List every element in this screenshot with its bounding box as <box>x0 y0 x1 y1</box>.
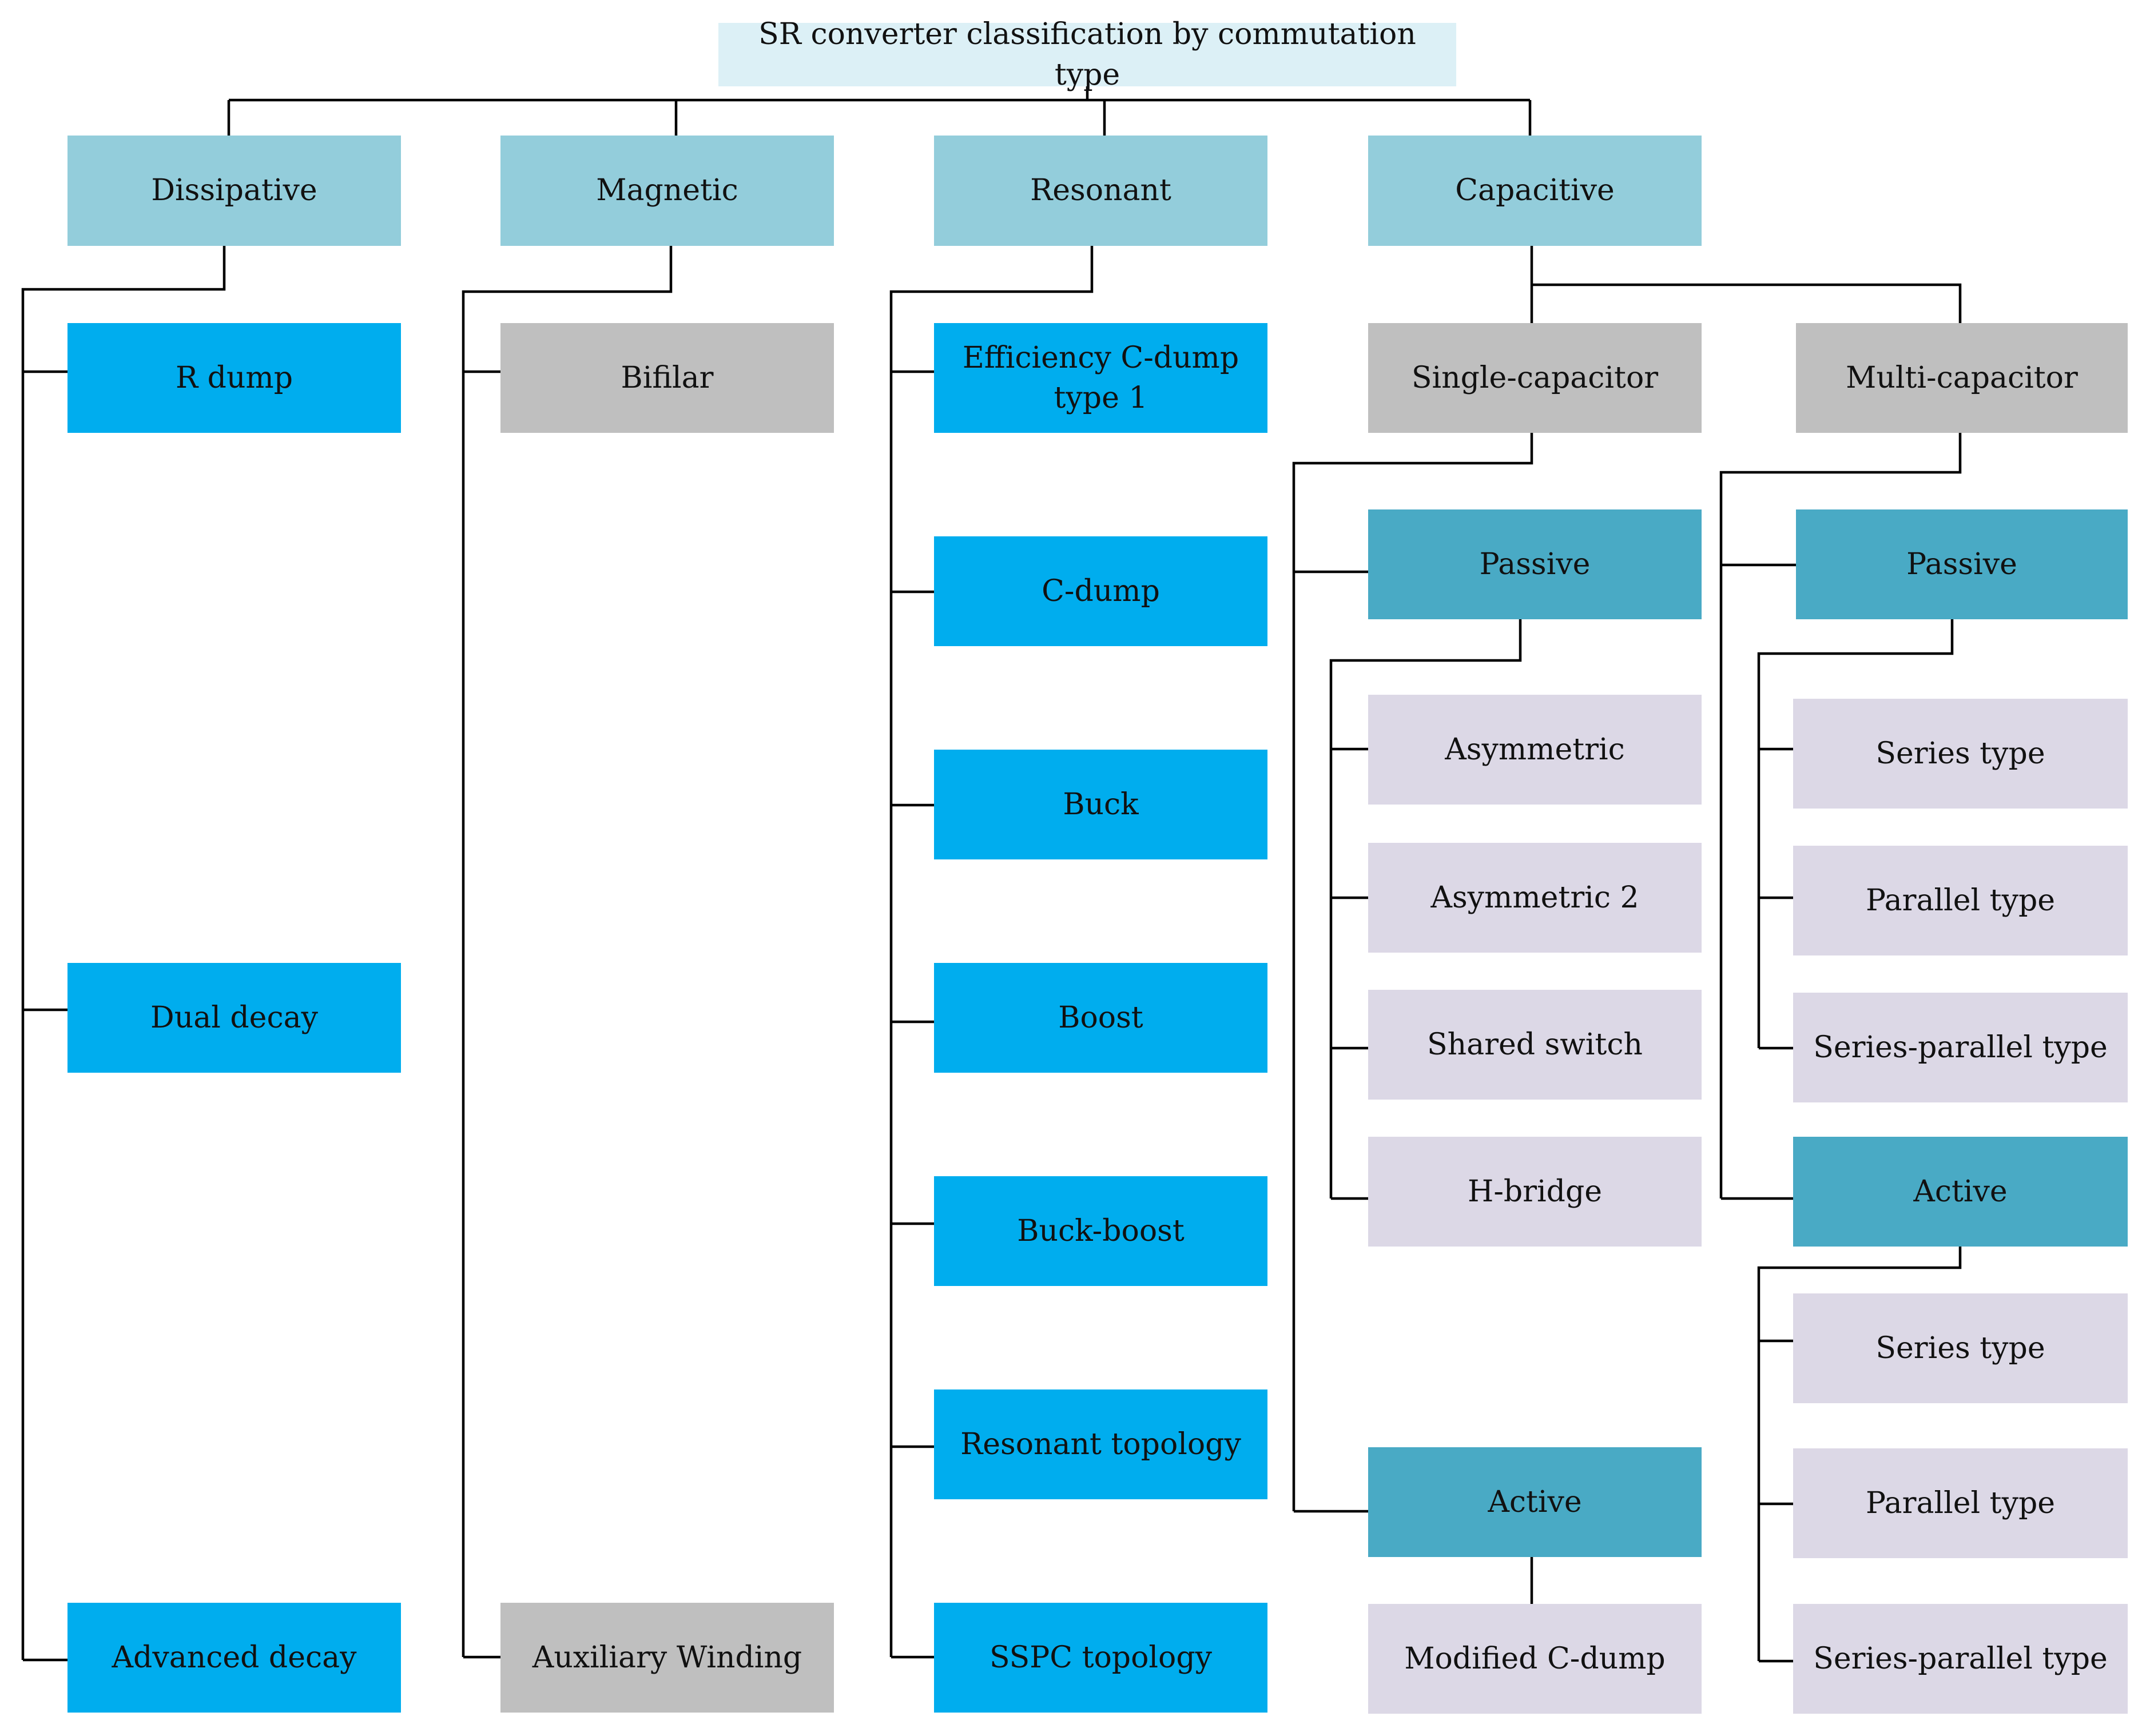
resonant-item: Boost <box>934 963 1267 1073</box>
single-active: Active <box>1368 1447 1702 1557</box>
multi-passive-item: Series-parallel type <box>1793 993 2128 1102</box>
capacitive-single-capacitor: Single-capacitor <box>1368 323 1702 433</box>
magnetic-item: Bifilar <box>500 323 834 433</box>
single-passive-item: Asymmetric 2 <box>1368 843 1702 953</box>
capacitive-connector <box>1530 246 1962 323</box>
multi-active-item: Series-parallel type <box>1793 1604 2128 1714</box>
single-passive-connector <box>1329 619 1522 1200</box>
multi-active-connector <box>1757 1247 1962 1663</box>
dissipative-item: R dump <box>67 323 401 433</box>
resonant-item: C-dump <box>934 536 1267 646</box>
category-resonant: Resonant <box>934 136 1267 246</box>
capacitive-multi-capacitor: Multi-capacitor <box>1796 323 2128 433</box>
dissipative-item: Advanced decay <box>67 1603 401 1713</box>
resonant-item: SSPC topology <box>934 1603 1267 1713</box>
single-active-item: Modified C-dump <box>1368 1604 1702 1714</box>
single-passive-item: H-bridge <box>1368 1137 1702 1247</box>
multi-capacitor-connector <box>1719 433 1962 1200</box>
magnetic-connector <box>462 246 673 1659</box>
resonant-connector <box>889 246 1094 1659</box>
category-dissipative: Dissipative <box>67 136 401 246</box>
multi-passive-connector <box>1757 619 1954 1050</box>
resonant-item: Efficiency C-dump type 1 <box>934 323 1267 433</box>
multi-passive: Passive <box>1796 509 2128 619</box>
dissipative-connector <box>21 246 226 1662</box>
dissipative-item: Dual decay <box>67 963 401 1073</box>
resonant-item: Buck <box>934 750 1267 859</box>
single-passive: Passive <box>1368 509 1702 619</box>
single-capacitor-connector <box>1292 433 1533 1513</box>
magnetic-item: Auxiliary Winding <box>500 1603 834 1713</box>
resonant-item: Buck-boost <box>934 1176 1267 1286</box>
category-magnetic: Magnetic <box>500 136 834 246</box>
single-passive-item: Asymmetric <box>1368 695 1702 805</box>
multi-active-item: Parallel type <box>1793 1448 2128 1558</box>
resonant-item: Resonant topology <box>934 1389 1267 1499</box>
multi-active: Active <box>1793 1137 2128 1247</box>
multi-passive-item: Parallel type <box>1793 846 2128 955</box>
category-capacitive: Capacitive <box>1368 136 1702 246</box>
root-connector <box>227 86 1532 136</box>
diagram-title: SR converter classification by commutati… <box>718 17 1456 92</box>
multi-active-item: Series type <box>1793 1293 2128 1403</box>
multi-passive-item: Series type <box>1793 699 2128 809</box>
single-passive-item: Shared switch <box>1368 990 1702 1100</box>
